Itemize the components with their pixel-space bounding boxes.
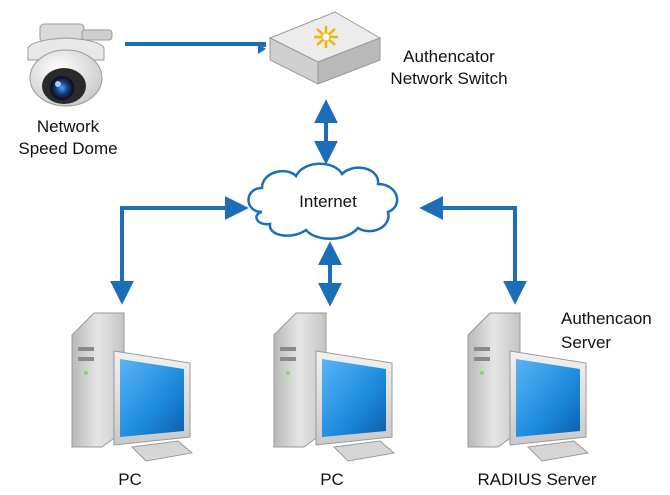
dome-label-line1: Network [36, 117, 100, 136]
arrow-internet-radius [419, 196, 527, 305]
link-dome-switch [125, 42, 266, 47]
pc-middle-label: PC [320, 470, 344, 489]
dome-label-line2: Speed Dome [18, 139, 118, 158]
switch-label-line2: Network Switch [390, 69, 508, 88]
desktop-computer-icon [71, 312, 194, 462]
radius-top-label-line1: Authencaon [561, 309, 652, 328]
radius-label: RADIUS Server [477, 470, 597, 489]
switch-label-line1: Authencator [403, 47, 495, 66]
arrow-internet-pc-left [110, 196, 249, 305]
link-dome-switch-end [258, 44, 266, 54]
desktop-computer-icon [273, 312, 396, 462]
network-switch-icon [268, 11, 382, 85]
internet-label: Internet [299, 192, 357, 211]
server-computer-icon [467, 312, 590, 462]
radius-top-label-line2: Server [561, 333, 612, 352]
cloud-icon [247, 162, 399, 240]
connections [110, 42, 527, 307]
pc-left-label: PC [118, 470, 142, 489]
speed-dome-camera-icon [27, 23, 113, 107]
